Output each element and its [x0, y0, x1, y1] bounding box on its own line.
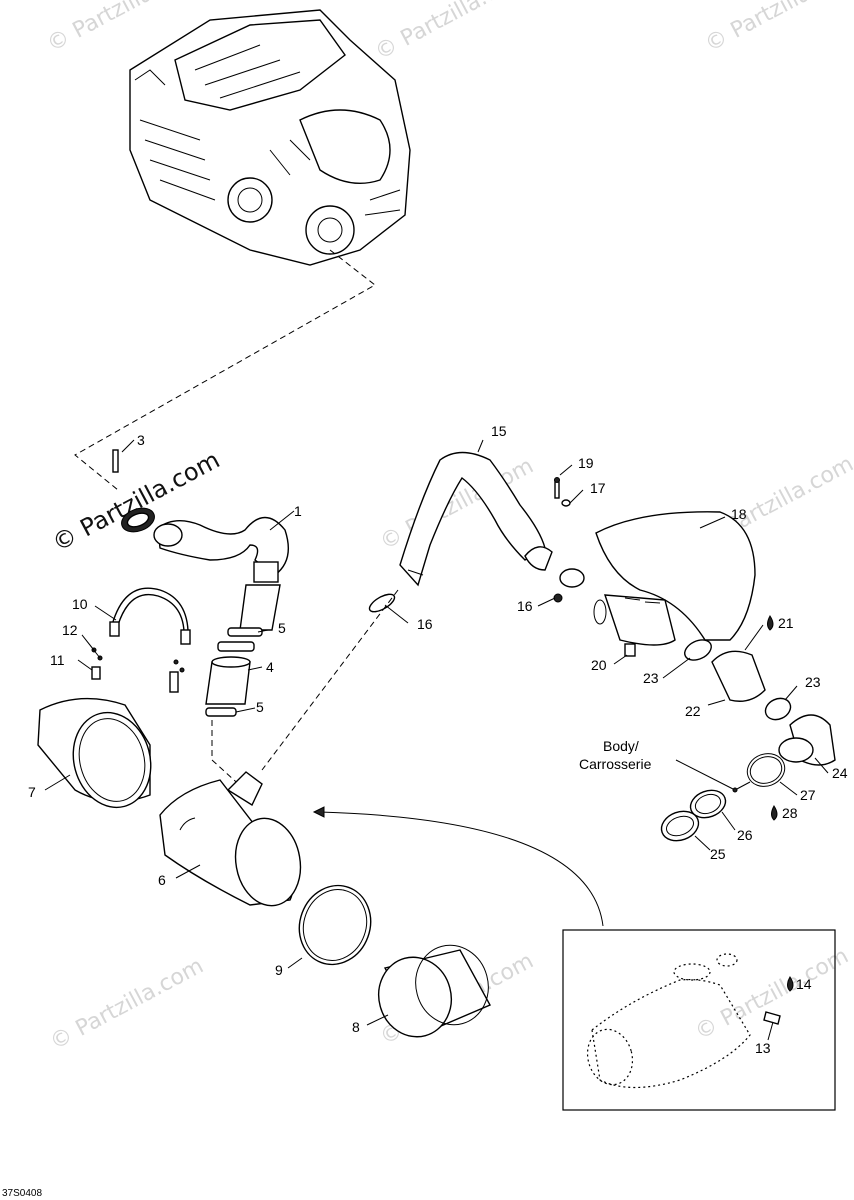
callout-21: 21: [778, 615, 794, 631]
callout-18: 18: [731, 506, 747, 522]
callout-16: 16: [417, 616, 433, 632]
watermark: © Partzilla.com: [691, 944, 853, 1046]
part-15-pipe: [399, 451, 553, 587]
part-23-ring: [684, 639, 792, 721]
callout-15: 15: [491, 423, 507, 439]
part-3-stud: [112, 449, 119, 473]
callout-17: 17: [590, 480, 606, 496]
watermark: © Partzilla.com: [701, 0, 854, 57]
callout-7: 7: [28, 784, 36, 800]
diagram-ref-code: 37S0408: [2, 1188, 42, 1199]
part-4-sleeve: [205, 656, 251, 705]
callout-13: 13: [755, 1040, 771, 1056]
part-9-ring: [298, 884, 372, 966]
engine-illustration: [129, 9, 411, 266]
callout-20: 20: [591, 657, 607, 673]
body-label-line1: Body/: [603, 738, 639, 754]
inset-box: [562, 929, 836, 1111]
part-16-clamp: [368, 568, 585, 613]
watermark: © Partzilla.com: [371, 0, 533, 65]
callout-16: 16: [517, 598, 533, 614]
callout-25: 25: [710, 846, 726, 862]
pipe-link-line: [261, 589, 399, 771]
part-6-muffler: [159, 771, 302, 907]
body-label: Body/ Carrosserie: [579, 738, 751, 793]
part-22-sleeve: [711, 650, 766, 702]
callout-5: 5: [278, 620, 286, 636]
sleeve-link-line: [211, 720, 246, 791]
callouts: 3 1 5 4 5 6 7 8 9 10 11 12 13 14 15 16 1…: [28, 423, 848, 1056]
part-1-exhaust-pipe: [121, 507, 289, 631]
arrowhead: [312, 806, 325, 818]
callout-27: 27: [800, 787, 816, 803]
callout-3: 3: [137, 432, 145, 448]
callout-26: 26: [737, 827, 753, 843]
part-24-elbow: [778, 714, 836, 766]
callout-19: 19: [578, 455, 594, 471]
part-18-resonator: [593, 511, 756, 646]
callout-4: 4: [266, 659, 274, 675]
callout-6: 6: [158, 872, 166, 888]
part-10-strap: [109, 587, 191, 645]
callout-8: 8: [352, 1019, 360, 1035]
body-label-line2: Carrosserie: [579, 756, 652, 772]
leader-lines: [44, 439, 829, 1041]
part-8-end-cap: [378, 944, 491, 1038]
callout-12: 12: [62, 622, 78, 638]
callout-10: 10: [72, 596, 88, 612]
callout-14: 14: [796, 976, 812, 992]
part-7-heat-shield: [37, 697, 152, 809]
callout-9: 9: [275, 962, 283, 978]
callout-23: 23: [805, 674, 821, 690]
callout-11: 11: [50, 652, 65, 668]
part-27-o-ring: [746, 753, 786, 787]
part-20-drain: [624, 643, 636, 657]
inset-arrow: [319, 811, 604, 927]
callout-24: 24: [832, 765, 848, 781]
callout-22: 22: [685, 703, 701, 719]
callout-5: 5: [256, 699, 264, 715]
engine-link-line: [74, 249, 376, 491]
part-11-brackets: [91, 647, 185, 693]
watermark: © Partzilla.com: [46, 954, 208, 1056]
part-19-bolt: [554, 477, 560, 499]
callout-23: 23: [643, 670, 659, 686]
part-26-ring: [689, 789, 727, 819]
part-17-washer: [561, 499, 571, 507]
part-25-ring: [660, 810, 700, 842]
callout-1: 1: [294, 503, 302, 519]
callout-28: 28: [782, 805, 798, 821]
drop-icon: [767, 615, 794, 992]
part-5-clamps: [205, 627, 263, 717]
